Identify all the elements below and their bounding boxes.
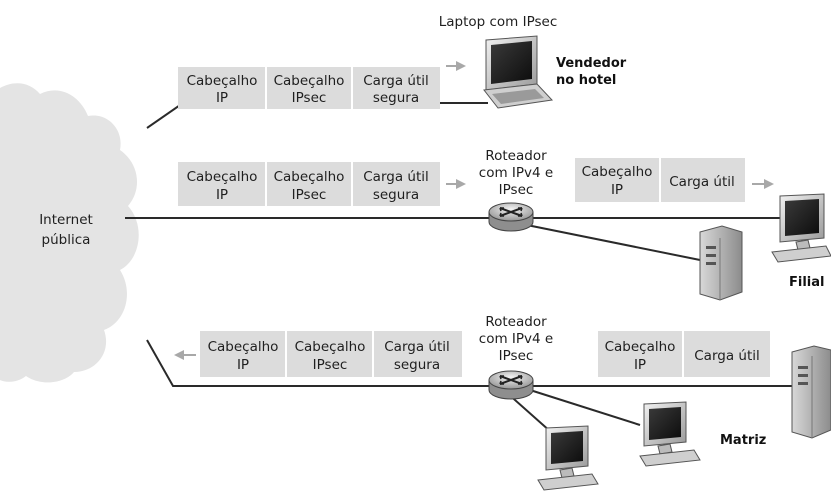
packet-middle-left-ipsec-header-l1: Cabeçalho: [274, 169, 345, 185]
packet-bottom-right-ip-header-l1: Cabeçalho: [605, 339, 676, 355]
packet-bottom-right-ip-header-l2: IP: [634, 357, 646, 373]
packet-middle-right-payload: Carga útil: [669, 174, 735, 190]
packet-top-ipsec-header-l1: Cabeçalho: [274, 73, 345, 89]
link-branch-server: [511, 221, 701, 261]
headquarters-label: Matriz: [720, 433, 766, 448]
packet-bottom-left-ip-header-l2: IP: [237, 357, 249, 373]
router-bottom-label-l3: IPsec: [499, 348, 534, 364]
packet-top-payload-l1: Carga útil: [363, 73, 429, 89]
packet-top-ip-header-l2: IP: [216, 90, 228, 106]
branch-server-icon: [699, 225, 743, 301]
branch-label: Filial: [789, 275, 824, 290]
router-bottom-icon: [488, 370, 534, 400]
laptop-location-line1: Vendedor: [556, 56, 627, 71]
packet-middle-left: Cabeçalho IP Cabeçalho IPsec Carga útil …: [178, 162, 440, 206]
packet-middle-left-ipsec-header-l2: IPsec: [292, 187, 327, 203]
packet-bottom-left-ipsec-header-l2: IPsec: [313, 357, 348, 373]
cloud-label-line1: Internet: [39, 212, 93, 228]
laptop-icon: [483, 35, 554, 109]
link-bottom: [146, 339, 800, 387]
link-hq-pc2: [529, 389, 641, 426]
router-bottom-label-l1: Roteador: [485, 314, 547, 330]
laptop-caption: Laptop com IPsec: [439, 14, 558, 30]
router-middle-label-l2: com IPv4 e: [479, 165, 553, 181]
headquarters-pc2-icon: [639, 401, 701, 467]
packet-middle-left-ip-header-l1: Cabeçalho: [187, 169, 258, 185]
packet-top: Cabeçalho IP Cabeçalho IPsec Carga útil …: [178, 67, 440, 109]
packet-top-ip-header-l1: Cabeçalho: [187, 73, 258, 89]
router-middle-label-l1: Roteador: [485, 148, 547, 164]
packet-top-payload-l2: segura: [373, 90, 419, 106]
packet-bottom-left-payload-l2: segura: [394, 357, 440, 373]
packet-middle-right-ip-header-l1: Cabeçalho: [582, 164, 653, 180]
packet-bottom-right-payload: Carga útil: [694, 348, 760, 364]
packet-top-ipsec-header-l2: IPsec: [292, 90, 327, 106]
packet-middle-left-payload-l2: segura: [373, 187, 419, 203]
packet-middle-left-ip-header-l2: IP: [216, 187, 228, 203]
packet-middle-right-ip-header-l2: IP: [611, 182, 623, 198]
headquarters-pc1-icon: [537, 425, 599, 491]
laptop-location-line2: no hotel: [556, 73, 616, 88]
router-middle-icon: [488, 202, 534, 232]
cloud-label-line2: pública: [42, 232, 91, 248]
branch-pc-icon: [771, 193, 831, 263]
public-internet-cloud: Internet pública: [0, 83, 139, 383]
packet-middle-right: Cabeçalho IP Carga útil: [575, 158, 745, 202]
packet-middle-left-payload-l1: Carga útil: [363, 169, 429, 185]
packet-bottom-left: Cabeçalho IP Cabeçalho IPsec Carga útil …: [200, 331, 462, 377]
packet-bottom-right: Cabeçalho IP Carga útil: [598, 331, 770, 377]
router-bottom-label-l2: com IPv4 e: [479, 331, 553, 347]
packet-bottom-left-ipsec-header-l1: Cabeçalho: [295, 339, 366, 355]
packet-bottom-left-payload-l1: Carga útil: [384, 339, 450, 355]
packet-bottom-left-ip-header-l1: Cabeçalho: [208, 339, 279, 355]
router-middle-label-l3: IPsec: [499, 182, 534, 198]
headquarters-server-icon: [791, 345, 831, 439]
